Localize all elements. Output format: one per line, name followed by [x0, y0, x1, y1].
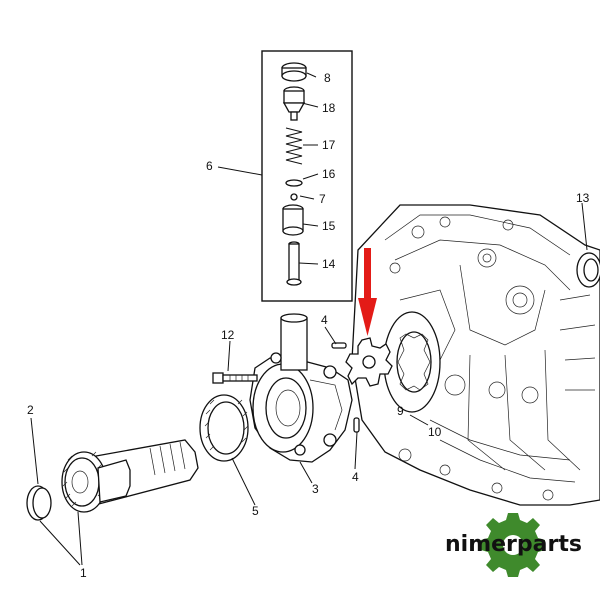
- callout-13: 13: [576, 191, 590, 205]
- callout-2: 2: [27, 403, 34, 417]
- callout-17: 17: [322, 138, 336, 152]
- snap-ring-part-2: [26, 485, 52, 521]
- callout-10: 10: [428, 425, 442, 439]
- callout-9: 9: [397, 404, 404, 418]
- callout-14: 14: [322, 257, 336, 271]
- callout-15: 15: [322, 219, 336, 233]
- callout-5: 5: [252, 504, 259, 518]
- bearing-ring-part-5: [199, 394, 249, 462]
- brand-logo: nimerparts: [445, 513, 582, 577]
- callout-4-upper: 4: [321, 313, 328, 327]
- dowel-pin-lower: [353, 417, 360, 433]
- pump-ring-part-10: [383, 311, 441, 413]
- callout-12: 12: [221, 328, 235, 342]
- valve-assembly-box-part-6: [261, 50, 353, 302]
- red-indicator-arrow: [358, 248, 377, 336]
- callout-1: 1: [80, 566, 87, 580]
- gear-shaft-part-1: [61, 439, 199, 513]
- leader-lines: [30, 72, 588, 566]
- dowel-pin-upper: [331, 342, 347, 349]
- callout-6: 6: [206, 159, 213, 173]
- callout-4-lower: 4: [352, 470, 359, 484]
- rotor-part-9: [345, 337, 393, 387]
- pump-housing-part-3: [249, 313, 353, 463]
- callout-16: 16: [322, 167, 336, 181]
- transmission-housing: [351, 204, 600, 506]
- seal-part-13: [576, 252, 600, 288]
- callout-8: 8: [324, 71, 331, 85]
- bolt-part-12: [212, 372, 258, 384]
- brand-wordmark: nimerparts: [445, 532, 582, 557]
- callout-18: 18: [322, 101, 336, 115]
- gear-icon: [481, 513, 545, 577]
- callout-labels: 1 2 3 4 4 5 6 7 8 9 10 12 13 14 15 16 17…: [27, 71, 590, 580]
- callout-7: 7: [319, 192, 326, 206]
- callout-3: 3: [312, 482, 319, 496]
